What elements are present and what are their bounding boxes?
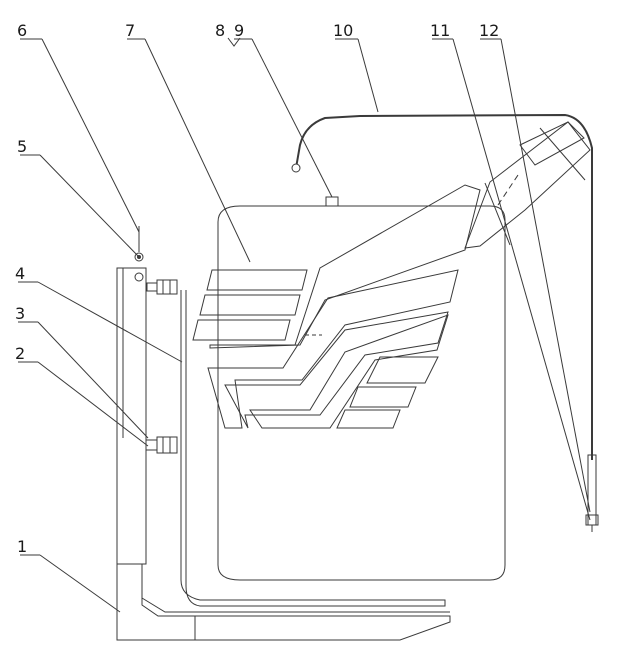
upper-bolt-icon bbox=[146, 279, 178, 295]
callout-1: 1 bbox=[17, 537, 27, 556]
callout-7: 7 bbox=[125, 21, 135, 40]
callout-10: 10 bbox=[333, 21, 353, 40]
callout-labels: 1 2 3 4 5 6 7 8 9 10 11 12 bbox=[15, 21, 499, 556]
callout-8: 8 bbox=[215, 21, 225, 40]
callout-5: 5 bbox=[17, 137, 27, 156]
cylinder bbox=[464, 121, 591, 249]
callout-9: 9 bbox=[234, 21, 244, 40]
chevron-graphic bbox=[192, 184, 481, 429]
chain-cable bbox=[291, 113, 599, 532]
callout-6: 6 bbox=[17, 21, 27, 40]
main-panel bbox=[217, 196, 506, 581]
mast-assembly bbox=[116, 226, 451, 641]
lower-bolt-icon bbox=[145, 436, 178, 454]
callout-12: 12 bbox=[479, 21, 499, 40]
pulley-icon bbox=[134, 252, 144, 262]
callout-2: 2 bbox=[15, 344, 25, 363]
leader-lines bbox=[18, 37, 591, 613]
callout-4: 4 bbox=[15, 264, 25, 283]
callout-3: 3 bbox=[15, 304, 25, 323]
cable-end-icon bbox=[291, 163, 301, 173]
callout-11: 11 bbox=[430, 21, 450, 40]
